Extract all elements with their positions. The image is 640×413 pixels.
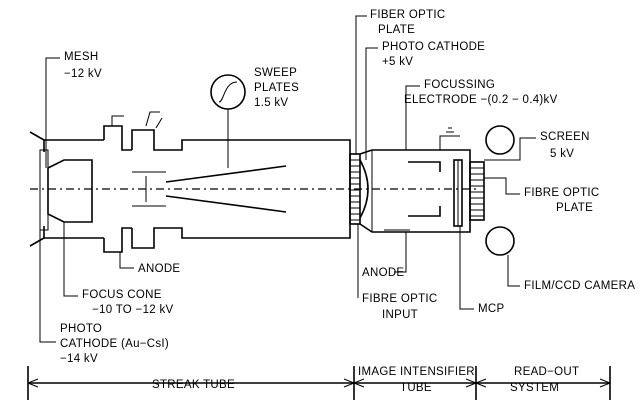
label-focus-cone-voltage: −10 TO −12 kV (92, 304, 174, 316)
streak-tube (29, 111, 351, 253)
sweep-generator-icon (210, 74, 246, 168)
label-sweep-voltage: 1.5 kV (254, 97, 288, 109)
read-out-system (469, 125, 515, 256)
label-fibre-optic-right: FIBRE OPTIC (524, 187, 600, 199)
label-fiber-plate: PLATE (378, 24, 415, 36)
section-image-intensifier: IMAGE INTENSIFIER (358, 366, 475, 378)
label-cathode-voltage: −14 kV (60, 353, 98, 365)
camera-reel-top-icon (485, 125, 515, 155)
section-ruler (27, 366, 611, 400)
label-screen-voltage: 5 kV (550, 148, 574, 160)
label-film-camera: FILM/CCD CAMERA (524, 280, 635, 292)
label-fibre-input: INPUT (382, 309, 418, 321)
label-focussing: FOCUSSING (424, 79, 495, 91)
section-read-out: READ−OUT (514, 366, 579, 378)
label-cathode-auCsI: CATHODE (Au−CsI) (60, 338, 169, 350)
label-mesh: MESH (64, 51, 98, 63)
label-photo-cathode: PHOTO CATHODE (382, 41, 485, 53)
label-focussing-electrode: ELECTRODE −(0.2 − 0.4)kV (404, 94, 558, 106)
section-read-out-system: SYSTEM (510, 382, 559, 394)
label-mcp: MCP (478, 303, 504, 315)
label-mesh-voltage: −12 kV (64, 68, 102, 80)
label-sweep: SWEEP (254, 67, 297, 79)
section-intensifier-tube: TUBE (400, 382, 432, 394)
fiber-optic-plate-input (349, 153, 369, 225)
camera-reel-bottom-icon (485, 226, 515, 256)
label-sweep-plates: PLATES (254, 82, 299, 94)
label-screen: SCREEN (540, 131, 590, 143)
label-focus-cone: FOCUS CONE (82, 289, 162, 301)
label-fibre-plate-right: PLATE (556, 202, 593, 214)
label-anode-left: ANODE (138, 263, 180, 275)
section-streak-tube: STREAK TUBE (152, 379, 235, 391)
label-photo-cathode-voltage: +5 kV (382, 56, 413, 68)
leader-lines (39, 15, 536, 343)
label-fibre-optic-input: FIBRE OPTIC (362, 293, 438, 305)
image-intensifier-tube (359, 127, 471, 233)
label-anode-right: ANODE (362, 267, 404, 279)
label-fiber-optic: FIBER OPTIC (370, 9, 446, 21)
label-photo: PHOTO (60, 323, 102, 335)
